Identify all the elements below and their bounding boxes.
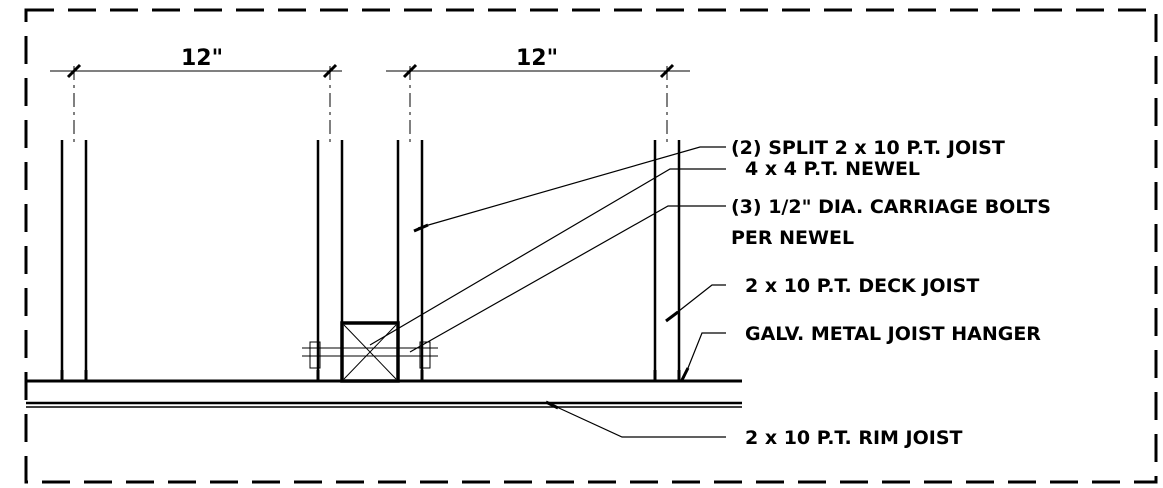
label-split-joist: (2) SPLIT 2 x 10 P.T. JOIST [731, 137, 1005, 159]
label-rim-joist: 2 x 10 P.T. RIM JOIST [745, 427, 963, 449]
deck-joist-4 [628, 66, 692, 383]
label-hanger: GALV. METAL JOIST HANGER [745, 323, 1041, 345]
carriage-bolts [302, 341, 438, 369]
dimension-right: 12" [386, 46, 690, 79]
dimension-label-left: 12" [181, 46, 223, 71]
split-joist [396, 66, 448, 383]
label-deck-joist: 2 x 10 P.T. DECK JOIST [745, 275, 979, 297]
leader-deck-joist [665, 284, 726, 323]
leader-rim-joist [545, 400, 726, 438]
detail-border [24, 8, 1158, 484]
newel-post [340, 321, 400, 383]
leader-split-joist [413, 146, 726, 233]
leader-newel [369, 168, 726, 346]
deck-joist-2 [292, 66, 344, 383]
label-bolts-line1: (3) 1/2" DIA. CARRIAGE BOLTS [731, 196, 1051, 218]
dimension-label-right: 12" [516, 46, 558, 71]
deck-joist-1 [32, 66, 110, 383]
leader-bolts [409, 205, 726, 353]
dimension-left: 12" [50, 46, 342, 79]
rim-joist [26, 401, 742, 408]
label-newel: 4 x 4 P.T. NEWEL [745, 158, 920, 180]
leader-hanger [680, 332, 726, 381]
label-bolts-line2: PER NEWEL [731, 227, 854, 249]
